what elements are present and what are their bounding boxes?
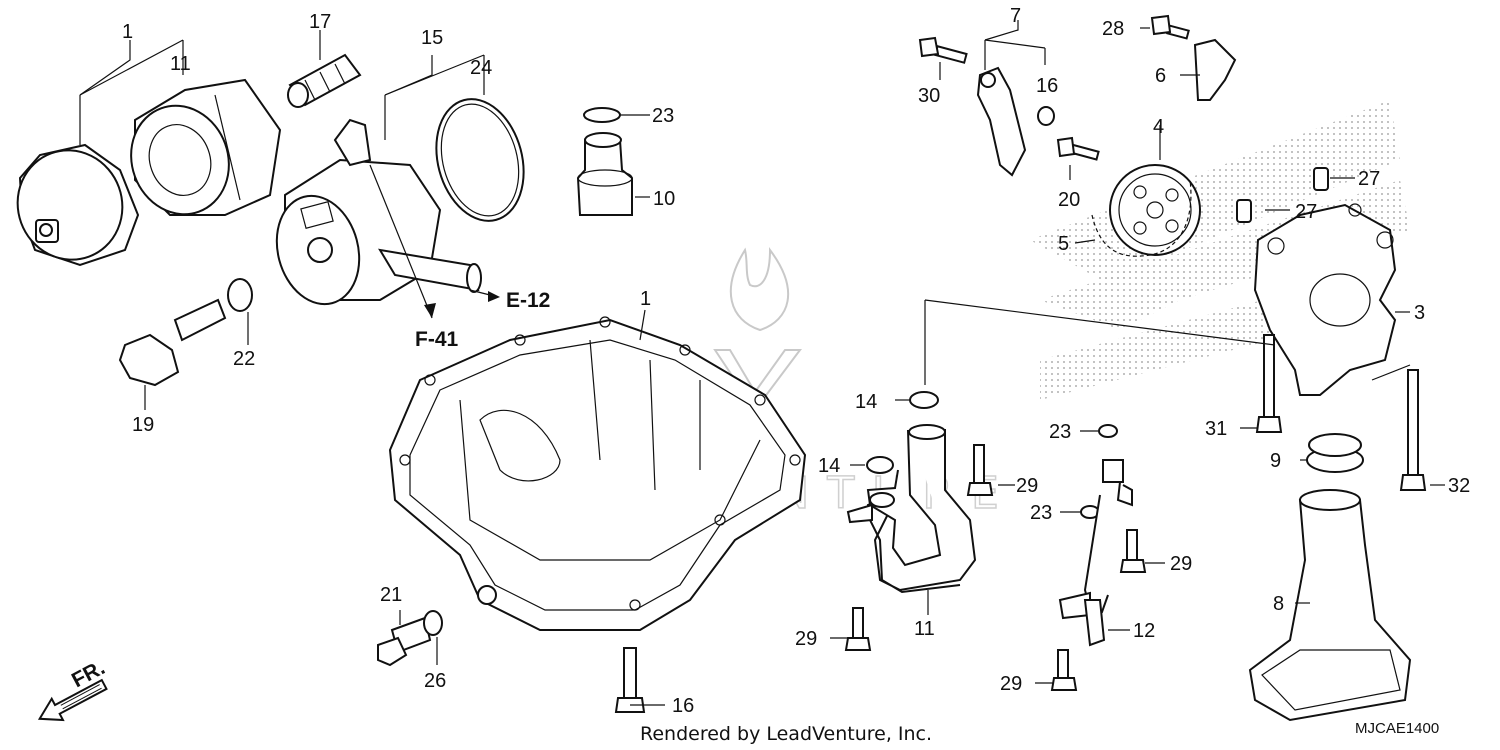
callout-32[interactable]: 32 xyxy=(1448,475,1470,497)
callout-16[interactable]: 16 xyxy=(1036,75,1058,97)
part-28-bolt[interactable] xyxy=(1150,14,1190,40)
callout-9[interactable]: 9 xyxy=(1270,450,1281,472)
callout-5[interactable]: 5 xyxy=(1058,233,1069,255)
callout-20[interactable]: 20 xyxy=(1058,189,1080,211)
part-10-fitting[interactable] xyxy=(576,132,633,216)
callout-8[interactable]: 8 xyxy=(1273,593,1284,615)
part-2-filter-cap[interactable] xyxy=(2,136,140,275)
callout-29-d[interactable]: 29 xyxy=(1000,673,1022,695)
callout-labels: 1 11 17 15 24 23 10 1 22 19 21 26 16 7 3… xyxy=(122,5,1470,717)
front-direction-arrow-icon: FR. xyxy=(37,656,109,722)
part-12-oil-pipe[interactable] xyxy=(1058,459,1133,647)
callout-29-a[interactable]: 29 xyxy=(1016,475,1038,497)
part-29-bolt-a[interactable] xyxy=(966,444,994,496)
part-7-chain-tensioner-arm[interactable] xyxy=(976,66,1027,177)
footer-credit: Rendered by LeadVenture, Inc. xyxy=(640,723,932,745)
part-20-bolt[interactable] xyxy=(1056,136,1100,161)
part-1-oil-pan[interactable] xyxy=(388,316,807,631)
callout-23-lower[interactable]: 23 xyxy=(1030,502,1052,524)
reference-e12[interactable]: E-12 xyxy=(506,289,550,312)
callout-29-c[interactable]: 29 xyxy=(1170,553,1192,575)
callout-17[interactable]: 16 xyxy=(672,695,694,717)
part-22-washer[interactable] xyxy=(227,278,253,312)
part-13-oil-filter[interactable] xyxy=(116,78,282,228)
callout-4[interactable]: 4 xyxy=(1153,116,1164,138)
callout-14-lower[interactable]: 14 xyxy=(818,455,840,477)
part-19-drain-bolt[interactable] xyxy=(118,298,227,387)
leader-lines xyxy=(79,20,1445,706)
part-26-washer[interactable] xyxy=(423,610,443,636)
part-24-seal-ring[interactable] xyxy=(583,107,621,123)
part-32-bolt[interactable] xyxy=(1399,369,1427,491)
part-31-bolt[interactable] xyxy=(1255,334,1283,433)
callout-18[interactable]: 17 xyxy=(309,11,331,33)
callout-2[interactable]: 1 xyxy=(122,21,133,43)
callout-22[interactable]: 22 xyxy=(233,348,255,370)
part-3-oil-pump[interactable] xyxy=(1253,203,1397,396)
callout-24[interactable]: 23 xyxy=(652,105,674,127)
callout-31[interactable]: 31 xyxy=(1205,418,1227,440)
callout-21[interactable]: 21 xyxy=(380,584,402,606)
part-5-drive-chain[interactable] xyxy=(1091,179,1192,257)
part-4-oil-pump-sprocket[interactable] xyxy=(1109,164,1201,256)
part-18-union-bolt[interactable] xyxy=(287,53,362,108)
part-8-oil-strainer[interactable] xyxy=(1248,489,1412,722)
callout-11[interactable]: 11 xyxy=(914,618,935,640)
part-29-bolt-c[interactable] xyxy=(1119,529,1147,573)
callout-27-lower[interactable]: 27 xyxy=(1295,201,1317,223)
reference-f41[interactable]: F-41 xyxy=(415,328,459,351)
callout-13[interactable]: 11 xyxy=(170,53,191,75)
front-direction-label: FR. xyxy=(68,656,109,692)
part-14-o-ring-lower[interactable] xyxy=(866,456,894,474)
callout-25[interactable]: 24 xyxy=(470,57,492,79)
part-9-oil-seal[interactable] xyxy=(1306,433,1364,473)
part-11-oil-pipe[interactable] xyxy=(846,424,977,594)
part-27-dowel-pin-b[interactable] xyxy=(1313,167,1329,191)
part-29-bolt-d[interactable] xyxy=(1050,649,1078,691)
callout-7[interactable]: 7 xyxy=(1010,5,1021,27)
part-14-o-ring-upper[interactable] xyxy=(909,391,939,409)
part-25-o-ring[interactable] xyxy=(423,89,536,231)
callout-28[interactable]: 28 xyxy=(1102,18,1124,40)
callout-26[interactable]: 26 xyxy=(424,670,446,692)
callout-3[interactable]: 3 xyxy=(1414,302,1425,324)
callout-14-upper[interactable]: 14 xyxy=(855,391,877,413)
part-21-drain-bolt[interactable] xyxy=(377,616,432,667)
callout-27-upper[interactable]: 27 xyxy=(1358,168,1380,190)
diagram-code: MJCAE1400 xyxy=(1355,720,1439,737)
callout-10[interactable]: 10 xyxy=(653,188,675,210)
callout-23-upper[interactable]: 23 xyxy=(1049,421,1071,443)
callout-29-b[interactable]: 29 xyxy=(795,628,817,650)
part-6-guide-plate[interactable] xyxy=(1193,38,1237,101)
part-23-washer-upper[interactable] xyxy=(1098,424,1118,438)
part-27-dowel-pin-a[interactable] xyxy=(1236,199,1252,223)
part-16-collar[interactable] xyxy=(1037,106,1055,126)
callout-1[interactable]: 1 xyxy=(640,288,651,310)
callout-30[interactable]: 30 xyxy=(918,85,940,107)
callout-15[interactable]: 15 xyxy=(421,27,443,49)
part-29-bolt-b[interactable] xyxy=(844,607,872,651)
callout-12[interactable]: 12 xyxy=(1133,620,1155,642)
callout-19[interactable]: 19 xyxy=(132,414,154,436)
part-30-bolt[interactable] xyxy=(918,36,968,64)
part-15-oil-cooler[interactable] xyxy=(265,118,482,313)
callout-6[interactable]: 6 xyxy=(1155,65,1166,87)
part-17-bolt[interactable] xyxy=(614,647,646,713)
